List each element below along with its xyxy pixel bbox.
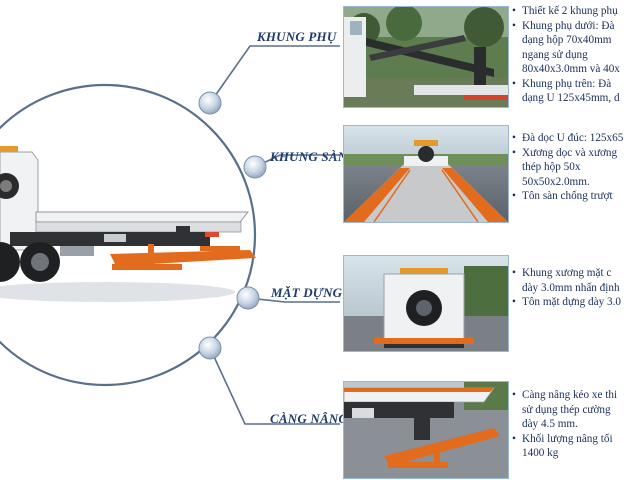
photo-khung-san-image bbox=[344, 126, 508, 222]
bullet-line: Thiết kế 2 khung phụ bbox=[522, 5, 618, 17]
bullet-item: Tôn sàn chống trượt bbox=[512, 189, 640, 204]
bullet-line: dày 3.0mm nhấn định bbox=[522, 281, 620, 294]
label-cang-nang: CÀNG NÂNG bbox=[270, 411, 349, 426]
node-cang-nang bbox=[198, 336, 222, 360]
photo-khung-phu bbox=[343, 6, 509, 108]
desc-khung-san: Đà dọc U đúc: 125x65 Xương dọc và xương … bbox=[512, 131, 640, 204]
bullet-item: Khung phụ trên: Đà dạng U 125x45mm, d bbox=[512, 77, 640, 106]
bullet-line: Tôn mặt dựng dày 3.0 bbox=[522, 296, 621, 308]
bullet-line: Tôn sàn chống trượt bbox=[522, 190, 613, 202]
bullet-item: Thiết kế 2 khung phụ bbox=[512, 4, 640, 19]
photo-cang-nang-image bbox=[344, 382, 508, 478]
bullet-item: Khung xương mặt c dày 3.0mm nhấn định bbox=[512, 266, 640, 295]
photo-mat-dung-image bbox=[344, 256, 508, 351]
bullet-line: dạng hộp 70x40mm bbox=[522, 34, 612, 46]
node-khung-phu bbox=[198, 91, 222, 115]
bullet-item: Tôn mặt dựng dày 3.0 bbox=[512, 295, 640, 310]
label-mat-dung: MẶT DỰNG bbox=[271, 285, 343, 300]
bullet-line: dày 4.5 mm. bbox=[522, 418, 578, 430]
bullet-line: Khối lượng nâng tối bbox=[522, 432, 613, 445]
bullet-line: Xương dọc và xương bbox=[522, 146, 618, 159]
bullet-item: Khối lượng nâng tối 1400 kg bbox=[512, 432, 640, 461]
connector-lines bbox=[209, 45, 340, 425]
connector-cang-nang bbox=[209, 347, 340, 425]
bullet-line: Khung xương mặt c bbox=[522, 267, 612, 279]
desc-khung-phu: Thiết kế 2 khung phụ Khung phụ dưới: Đà … bbox=[512, 4, 640, 106]
truck-illustration bbox=[0, 146, 256, 302]
bullet-line: sử dụng thép cường bbox=[522, 403, 611, 416]
photo-mat-dung bbox=[343, 255, 509, 352]
label-khung-san: KHUNG SÀN bbox=[270, 149, 348, 164]
bullet-line: 1400 kg bbox=[522, 447, 559, 459]
bullet-line: 80x40x3.0mm và 40x bbox=[522, 63, 620, 75]
desc-cang-nang: Càng nâng kéo xe thi sử dụng thép cường … bbox=[512, 388, 640, 461]
bullet-line: Khung phụ trên: Đà bbox=[522, 77, 612, 90]
bullet-item: Đà dọc U đúc: 125x65 bbox=[512, 131, 640, 146]
bullet-line: Khung phụ dưới: Đà bbox=[522, 19, 615, 32]
bullet-line: ngang sử dụng bbox=[522, 48, 588, 61]
bullet-line: Càng nâng kéo xe thi bbox=[522, 389, 618, 401]
desc-mat-dung: Khung xương mặt c dày 3.0mm nhấn định Tô… bbox=[512, 266, 640, 310]
bullet-line: thép hộp 50x bbox=[522, 161, 581, 173]
node-khung-san bbox=[243, 155, 267, 179]
node-mat-dung bbox=[236, 286, 260, 310]
label-khung-phu: KHUNG PHỤ bbox=[257, 29, 337, 44]
bullet-item: Khung phụ dưới: Đà dạng hộp 70x40mm ngan… bbox=[512, 19, 640, 77]
photo-khung-san bbox=[343, 125, 509, 223]
bullet-line: Đà dọc U đúc: 125x65 bbox=[522, 132, 624, 144]
bullet-item: Càng nâng kéo xe thi sử dụng thép cường … bbox=[512, 388, 640, 432]
bullet-line: dạng U 125x45mm, d bbox=[522, 92, 620, 104]
photo-cang-nang bbox=[343, 381, 509, 479]
bullet-item: Xương dọc và xương thép hộp 50x 50x50x2.… bbox=[512, 146, 640, 190]
photo-khung-phu-image bbox=[344, 7, 508, 107]
connector-khung-phu bbox=[209, 45, 340, 104]
circle-outline bbox=[0, 83, 257, 387]
connector-mat-dung bbox=[247, 297, 340, 303]
bullet-line: 50x50x2.0mm. bbox=[522, 175, 590, 188]
